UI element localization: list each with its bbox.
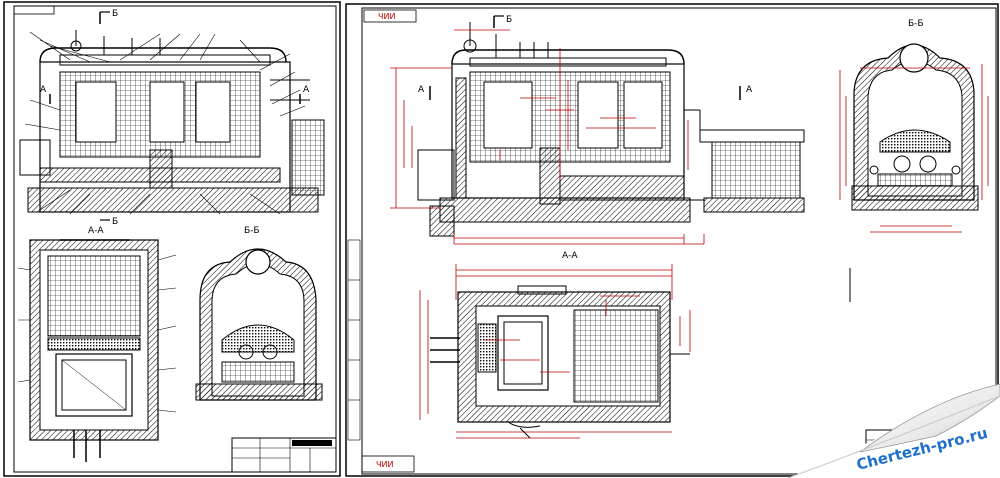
- right-corner-stamp: ЧИИ: [376, 460, 393, 469]
- left-arrow-label-right: А: [303, 85, 310, 95]
- right-sheet: ЧИИ: [345, 3, 999, 477]
- left-title-block: [231, 437, 337, 473]
- left-sheet: Б Б А А А-А Б-Б: [3, 1, 341, 477]
- left-boiler-elevation: [19, 11, 325, 221]
- right-cross-section: [839, 43, 989, 233]
- left-section-mark-top: Б: [112, 9, 118, 19]
- right-arrow-label-right: А: [746, 85, 753, 95]
- right-section-title: Б-Б: [908, 19, 924, 29]
- left-cross-section: [195, 248, 323, 401]
- left-section-mark-bottom: Б: [112, 217, 118, 227]
- right-plan-view: [419, 264, 691, 439]
- right-section-mark-top: Б: [506, 15, 512, 25]
- left-section-title: Б-Б: [244, 226, 260, 236]
- right-boiler-elevation: [390, 15, 805, 245]
- page-curl: [787, 383, 1000, 478]
- left-plan-view: [17, 239, 177, 462]
- right-stamp: ЧИИ: [378, 12, 395, 21]
- right-plan-title: А-А: [562, 251, 578, 261]
- right-arrow-label-left: А: [418, 85, 425, 95]
- left-arrow-label-left: А: [40, 85, 47, 95]
- left-plan-title: А-А: [88, 226, 104, 236]
